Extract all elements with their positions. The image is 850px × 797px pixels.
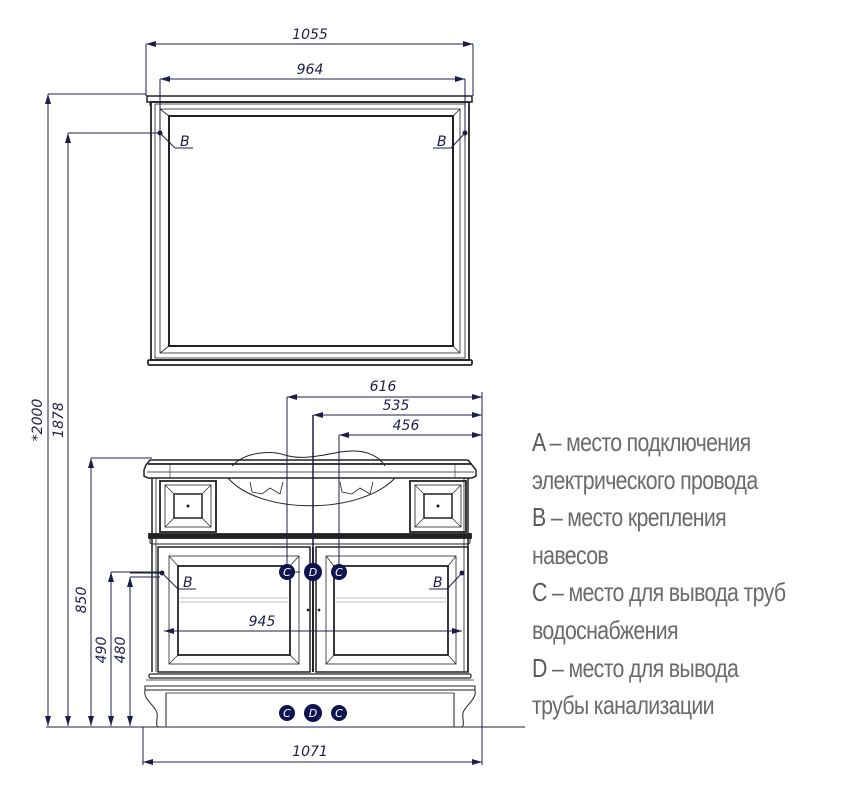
marker-c-upper-left	[279, 564, 295, 580]
mirror-b-markers	[157, 130, 468, 149]
marker-d-lower-label: D	[309, 707, 317, 720]
legend-item-b-cont: навесов	[532, 539, 609, 570]
dim-2000: *2000	[30, 399, 46, 442]
marker-b-door-right: B	[433, 575, 443, 591]
dim-945: 945	[249, 614, 276, 630]
mirror-dimensions	[145, 41, 474, 140]
dim-1071: 1071	[292, 744, 328, 760]
legend-item-d: D – место для вывода	[532, 650, 786, 688]
legend-text-c: – место для вывода труб	[546, 577, 786, 608]
marker-c-lower-left	[279, 705, 295, 721]
dim-1055: 1055	[292, 27, 328, 43]
dim-480: 480	[113, 637, 129, 664]
marker-d-upper-label: D	[309, 566, 317, 579]
legend-key-b: B	[532, 502, 546, 533]
legend-item-d-cont: трубы канализации	[532, 690, 715, 721]
legend-key-c: C	[532, 577, 547, 608]
dim-490: 490	[94, 637, 110, 664]
marker-c-lower-right	[331, 705, 347, 721]
legend-item-a-cont: электрического провода	[532, 464, 758, 495]
mirror	[146, 95, 473, 366]
lower-cd-markers	[279, 704, 347, 722]
marker-d-upper	[304, 563, 322, 581]
legend-text-b: – место крепления	[545, 502, 727, 533]
dim-616: 616	[370, 379, 397, 395]
dim-456: 456	[393, 418, 420, 434]
marker-c-upper-left-label: C	[283, 566, 291, 579]
dim-535: 535	[383, 398, 410, 414]
vanity-cabinet	[143, 450, 477, 728]
marker-c-lower-right-label: C	[335, 707, 343, 720]
marker-c-upper-right-label: C	[335, 566, 343, 579]
cabinet-dimensions	[130, 392, 483, 765]
legend-item-b: B – место крепления	[532, 499, 786, 537]
legend-item-c-cont: водоснабжения	[532, 614, 679, 645]
dim-850: 850	[74, 587, 90, 614]
marker-b-mirror-right: B	[437, 134, 447, 150]
legend-text-a: – место подключения	[544, 427, 752, 457]
upper-cd-markers	[279, 563, 347, 581]
marker-b-door-left: B	[183, 575, 193, 591]
legend-item-a: A – место подключения	[532, 424, 786, 462]
marker-c-upper-right	[331, 564, 347, 580]
legend-key-d: D	[532, 652, 547, 683]
marker-d-lower	[304, 704, 322, 722]
dim-1878: 1878	[51, 402, 67, 438]
marker-c-lower-left-label: C	[283, 707, 291, 720]
legend-item-c: C – место для вывода труб	[532, 574, 786, 612]
legend-text-d: – место для вывода	[546, 652, 739, 683]
marker-b-mirror-left: B	[180, 134, 190, 150]
legend: A – место подключения электрического про…	[532, 424, 842, 725]
legend-key-a: A	[532, 427, 545, 457]
dim-964: 964	[297, 62, 324, 78]
